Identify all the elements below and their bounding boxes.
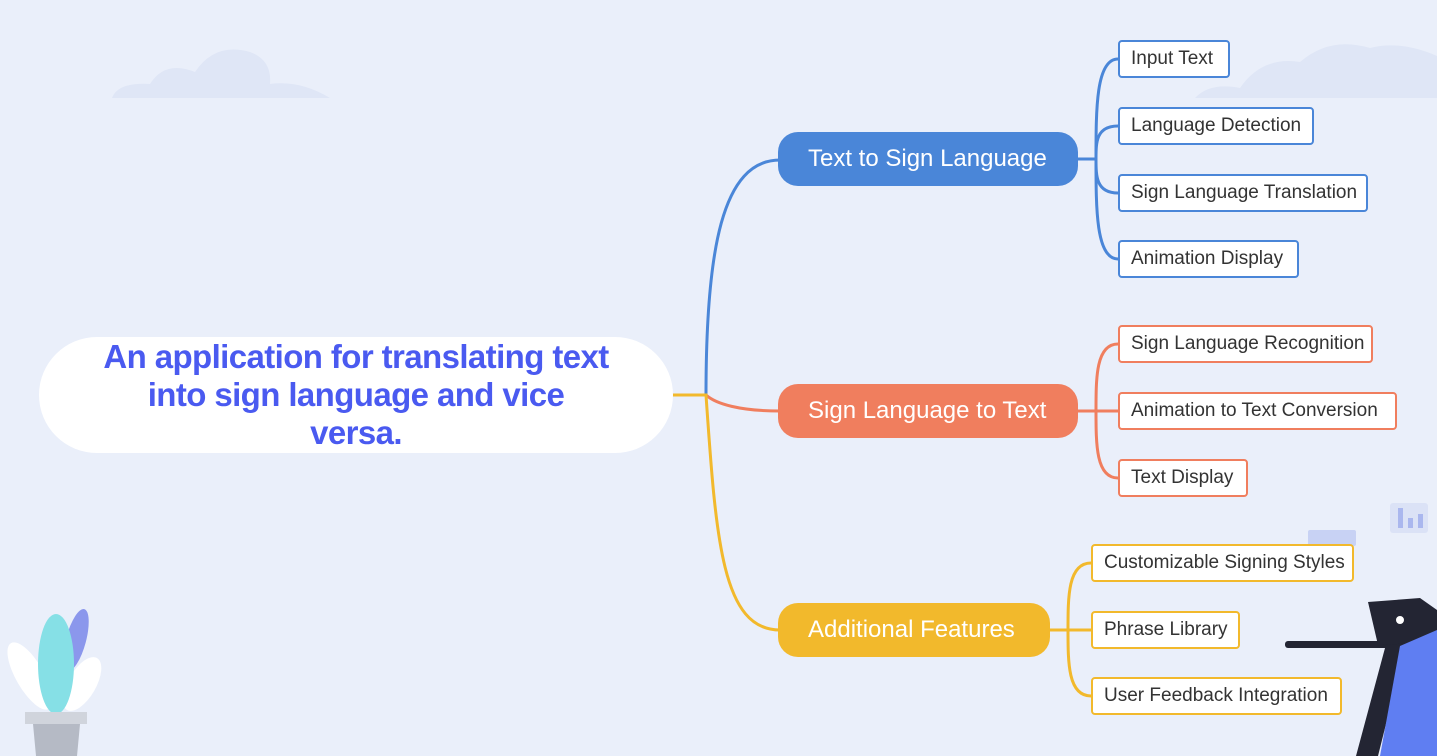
leaf-label: Animation Display <box>1131 248 1284 269</box>
plant-decoration <box>7 608 102 756</box>
leaf-input-text[interactable]: Input Text <box>1118 40 1230 78</box>
chart-decoration <box>1308 503 1428 546</box>
leaf-label: Input Text <box>1131 48 1214 69</box>
connector-blue-leaf-4 <box>1076 157 1120 261</box>
connector-orange-leaf-1 <box>1076 342 1120 413</box>
leaf-phrase-library[interactable]: Phrase Library <box>1091 611 1240 649</box>
connector-lines <box>671 57 1120 698</box>
leaf-label: Text Display <box>1131 467 1234 488</box>
leaf-sign-language-translation[interactable]: Sign Language Translation <box>1118 174 1368 212</box>
person-decoration <box>1285 598 1437 756</box>
leaf-label: Customizable Signing Styles <box>1104 552 1345 573</box>
connector-root-branch-1 <box>671 158 782 397</box>
leaf-label: User Feedback Integration <box>1104 685 1328 706</box>
leaf-label: Language Detection <box>1131 115 1302 136</box>
leaf-language-detection[interactable]: Language Detection <box>1118 107 1314 145</box>
leaf-label: Animation to Text Conversion <box>1131 400 1378 421</box>
branch-sign-language-to-text[interactable]: Sign Language to Text <box>778 384 1078 438</box>
leaf-animation-to-text-conversion[interactable]: Animation to Text Conversion <box>1118 392 1397 430</box>
connector-root-branch-3 <box>671 393 782 632</box>
connector-yellow-leaf-3 <box>1048 628 1093 698</box>
connector-root-branch-2 <box>671 393 782 413</box>
leaf-sign-language-recognition[interactable]: Sign Language Recognition <box>1118 325 1373 363</box>
leaf-user-feedback-integration[interactable]: User Feedback Integration <box>1091 677 1342 715</box>
branch-label: Sign Language to Text <box>808 397 1047 424</box>
root-topic[interactable]: An application for translating text into… <box>39 337 673 453</box>
branch-text-to-sign-language[interactable]: Text to Sign Language <box>778 132 1078 186</box>
branch-label: Text to Sign Language <box>808 145 1047 172</box>
leaf-text-display[interactable]: Text Display <box>1118 459 1248 497</box>
cloud-decoration <box>112 44 1437 98</box>
root-topic-label: An application for translating text into… <box>103 338 609 451</box>
connector-blue-leaf-2 <box>1076 124 1120 161</box>
connector-orange-leaf-3 <box>1076 409 1120 480</box>
leaf-label: Sign Language Translation <box>1131 182 1358 203</box>
connector-blue-leaf-3 <box>1076 157 1120 195</box>
leaf-label: Phrase Library <box>1104 619 1228 640</box>
connector-yellow-leaf-1 <box>1048 561 1093 632</box>
branch-additional-features[interactable]: Additional Features <box>778 603 1050 657</box>
leaf-customizable-signing-styles[interactable]: Customizable Signing Styles <box>1091 544 1354 582</box>
leaf-label: Sign Language Recognition <box>1131 333 1365 354</box>
leaf-animation-display[interactable]: Animation Display <box>1118 240 1299 278</box>
branch-label: Additional Features <box>808 616 1015 643</box>
